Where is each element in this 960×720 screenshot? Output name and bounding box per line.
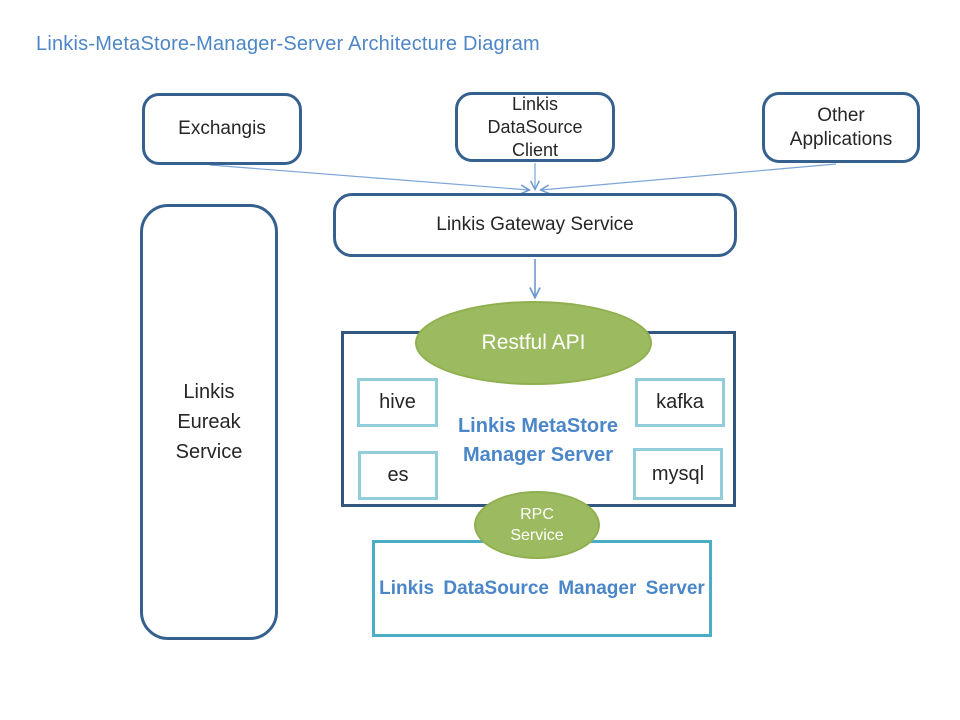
node-other-applications: Other Applications — [762, 92, 920, 163]
component-hive-label: hive — [379, 391, 416, 413]
metastore-title-line1: Linkis MetaStore — [457, 415, 619, 437]
node-other-apps-label-line2: Applications — [789, 128, 893, 150]
rpc-service-ellipse: RPC Service — [474, 491, 600, 559]
component-hive: hive — [357, 378, 438, 427]
rpc-label-line1: RPC — [520, 506, 554, 523]
diagram-title: Linkis-MetaStore-Manager-Server Architec… — [36, 33, 540, 55]
node-client-label-line3: Client — [511, 139, 559, 160]
rpc-label-line2: Service — [510, 527, 564, 544]
restful-api-ellipse: Restful API — [415, 301, 652, 385]
component-mysql-label: mysql — [651, 462, 705, 485]
arrow-exchangis-to-gateway — [209, 164, 529, 190]
node-exchangis-label: Exchangis — [178, 118, 266, 139]
node-linkis-eureka-service: Linkis Eureak Service — [140, 204, 278, 640]
datasource-manager-label: Linkis DataSource Manager Server — [379, 577, 705, 599]
node-client-label-line1: Linkis — [511, 93, 559, 114]
node-eureka-label-line1: Linkis — [183, 381, 235, 403]
node-linkis-gateway-service: Linkis Gateway Service — [333, 193, 737, 257]
metastore-server-title: Linkis MetaStore Manager Server — [408, 412, 668, 470]
component-kafka-label: kafka — [656, 391, 704, 413]
node-exchangis: Exchangis — [142, 93, 302, 165]
node-client-label-line2: DataSource — [487, 116, 583, 137]
node-eureka-label-line3: Service — [175, 441, 243, 463]
node-linkis-datasource-client: Linkis DataSource Client — [455, 92, 615, 162]
component-es-label: es — [387, 464, 409, 486]
node-eureka-label-line2: Eureak — [177, 411, 241, 433]
restful-api-label: Restful API — [481, 331, 586, 354]
component-mysql: mysql — [633, 448, 723, 500]
component-es: es — [358, 451, 438, 500]
component-kafka: kafka — [635, 378, 725, 427]
metastore-title-line2: Manager Server — [462, 444, 614, 466]
arrow-otherapps-to-gateway — [541, 163, 837, 190]
node-other-apps-label-line1: Other — [817, 104, 865, 126]
node-gateway-label: Linkis Gateway Service — [436, 214, 634, 235]
